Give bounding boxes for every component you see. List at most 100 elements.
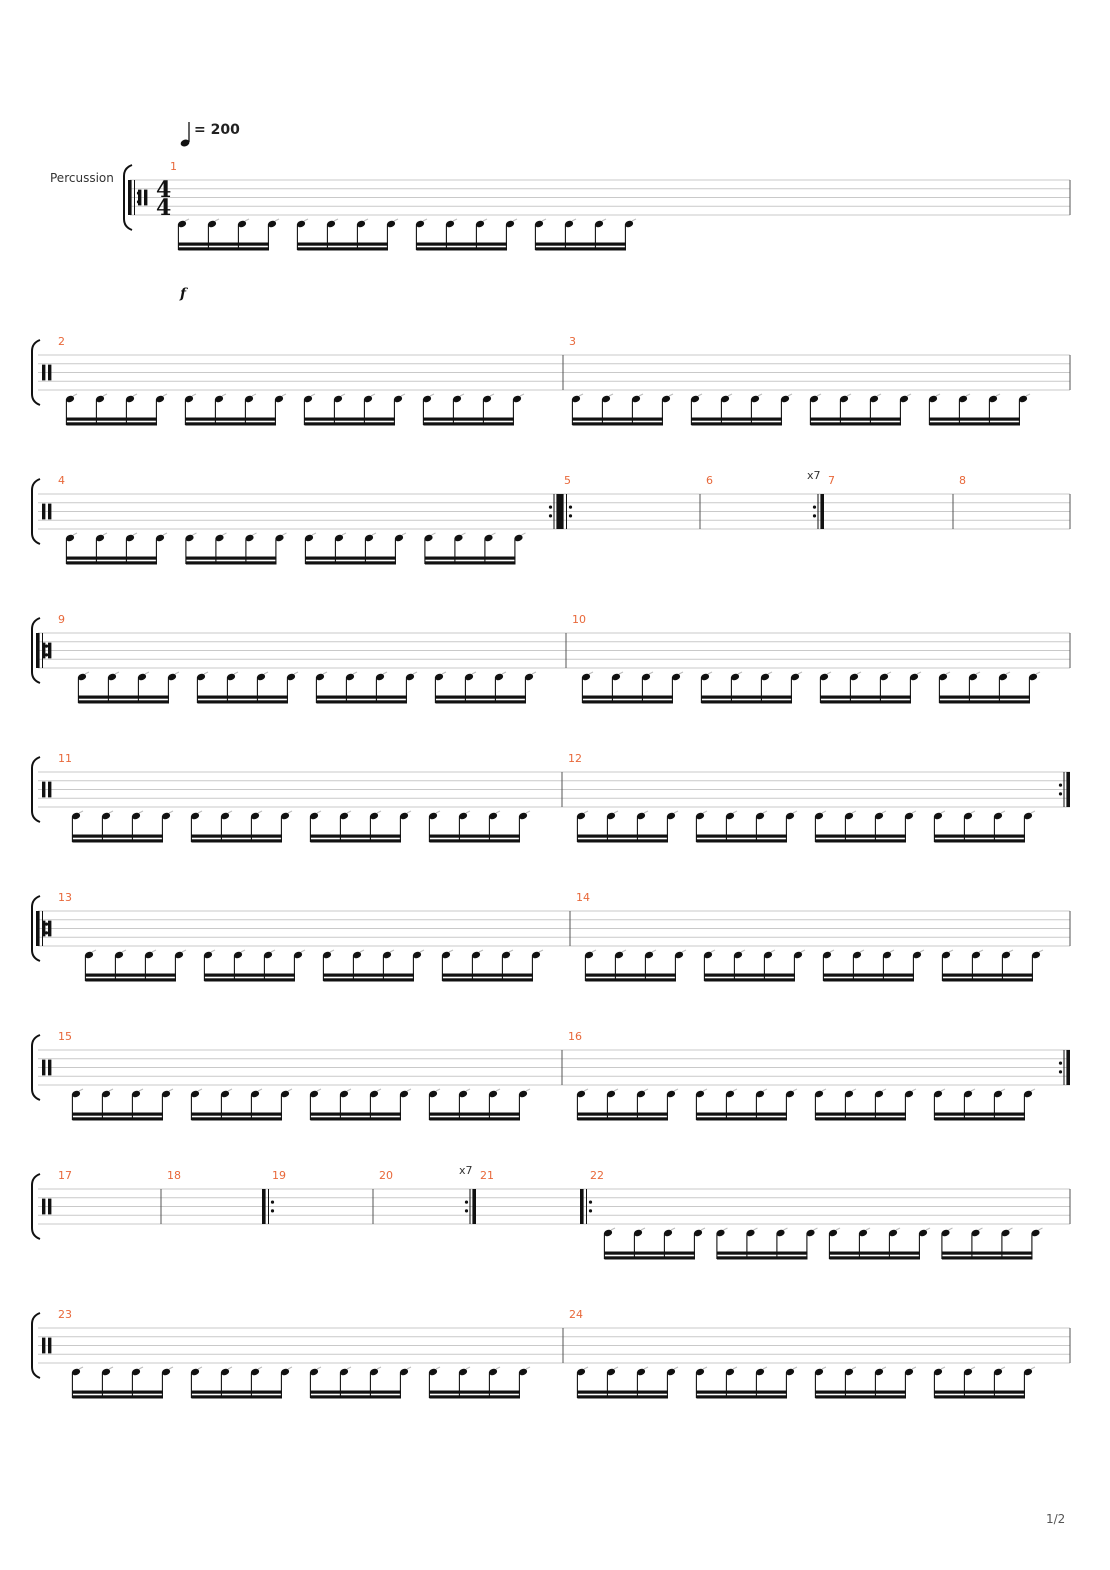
repeat-dot: [588, 1200, 593, 1204]
percussion-clef-icon: [42, 781, 46, 798]
measure-number: 9: [58, 613, 65, 626]
beam-primary: [72, 834, 163, 838]
accent-tick: [856, 671, 862, 675]
note-head: [1031, 1229, 1040, 1237]
repeat-dot: [44, 931, 49, 935]
note-head: [963, 812, 973, 820]
beam-secondary: [934, 839, 1025, 843]
beam-primary: [435, 695, 526, 699]
note-head: [720, 395, 730, 403]
accent-tick: [108, 1088, 114, 1092]
measure-number: 15: [58, 1030, 72, 1043]
note-head: [214, 395, 224, 403]
accent-tick: [192, 532, 197, 536]
accent-tick: [78, 1366, 84, 1370]
sixteenth-note-group: [196, 671, 299, 704]
accent-tick: [181, 949, 187, 953]
beam-primary: [204, 973, 295, 977]
beam-secondary: [178, 247, 269, 251]
accent-tick: [138, 1088, 144, 1092]
accent-tick: [851, 810, 857, 814]
note-head: [785, 812, 795, 820]
note-head: [674, 951, 684, 959]
beam-primary: [185, 556, 277, 560]
system-bracket: [123, 164, 133, 231]
note-head: [244, 395, 254, 403]
accent-tick: [886, 671, 892, 675]
beam-primary: [585, 973, 676, 977]
note-head: [624, 220, 634, 228]
sixteenth-note-group: [819, 671, 922, 704]
note-head: [428, 1368, 438, 1376]
note-head: [95, 395, 105, 403]
note-head: [65, 534, 75, 542]
beam-secondary: [310, 839, 401, 843]
page-number: 1/2: [1046, 1512, 1065, 1526]
accent-tick: [678, 671, 684, 675]
note-head: [576, 1368, 586, 1376]
repeat-start-thick-bar: [36, 633, 40, 668]
accent-tick: [287, 1366, 293, 1370]
repeat-dot: [588, 1209, 593, 1213]
note-head: [869, 395, 879, 403]
note-head: [993, 1368, 1003, 1376]
measure: 9: [36, 613, 537, 704]
accent-tick: [783, 1227, 788, 1231]
sixteenth-note-group: [424, 532, 526, 565]
beam-primary: [72, 1390, 163, 1394]
accent-tick: [316, 1366, 322, 1370]
sixteenth-note-group: [190, 1366, 293, 1399]
note-head: [267, 220, 277, 228]
accent-tick: [282, 532, 287, 536]
note-head: [296, 220, 306, 228]
note-head: [631, 395, 641, 403]
measure-number: 20: [379, 1169, 393, 1182]
note-head: [303, 395, 313, 403]
accent-tick: [753, 1227, 758, 1231]
note-head: [386, 220, 396, 228]
beam-primary: [696, 834, 787, 838]
note-head: [137, 673, 147, 681]
repeat-end-thick-bar: [1066, 772, 1070, 807]
note-head: [250, 1090, 260, 1098]
beam-secondary: [941, 1256, 1033, 1260]
accent-tick: [723, 1227, 728, 1231]
beam-primary: [305, 556, 396, 560]
accent-tick: [851, 1088, 857, 1092]
staff-system: 441: [123, 160, 1071, 251]
note-head: [1028, 673, 1038, 681]
percussion-clef-icon: [42, 642, 46, 659]
note-head: [636, 1368, 646, 1376]
note-head: [315, 673, 325, 681]
accent-tick: [84, 671, 90, 675]
note-head: [888, 1229, 898, 1237]
accent-tick: [370, 393, 376, 397]
note-head: [918, 1229, 928, 1237]
accent-tick: [583, 810, 589, 814]
accent-tick: [448, 949, 454, 953]
note-head: [993, 812, 1003, 820]
accent-tick: [911, 1366, 917, 1370]
note-head: [814, 812, 824, 820]
note-head: [190, 812, 200, 820]
accent-tick: [948, 1227, 953, 1231]
accent-tick: [583, 1366, 589, 1370]
measure-number: 18: [167, 1169, 181, 1182]
accent-tick: [263, 671, 269, 675]
sixteenth-note-group: [690, 393, 793, 426]
note-head: [755, 812, 765, 820]
note-head: [785, 1368, 795, 1376]
beam-primary: [66, 417, 157, 421]
beam-primary: [66, 556, 157, 560]
note-head: [524, 673, 534, 681]
note-head: [690, 395, 700, 403]
note-head: [356, 220, 366, 228]
beam-secondary: [305, 561, 396, 565]
beam-primary: [535, 242, 626, 246]
note-head: [606, 1368, 616, 1376]
accent-tick: [138, 810, 144, 814]
repeat-dot: [464, 1209, 469, 1213]
note-head: [844, 812, 854, 820]
